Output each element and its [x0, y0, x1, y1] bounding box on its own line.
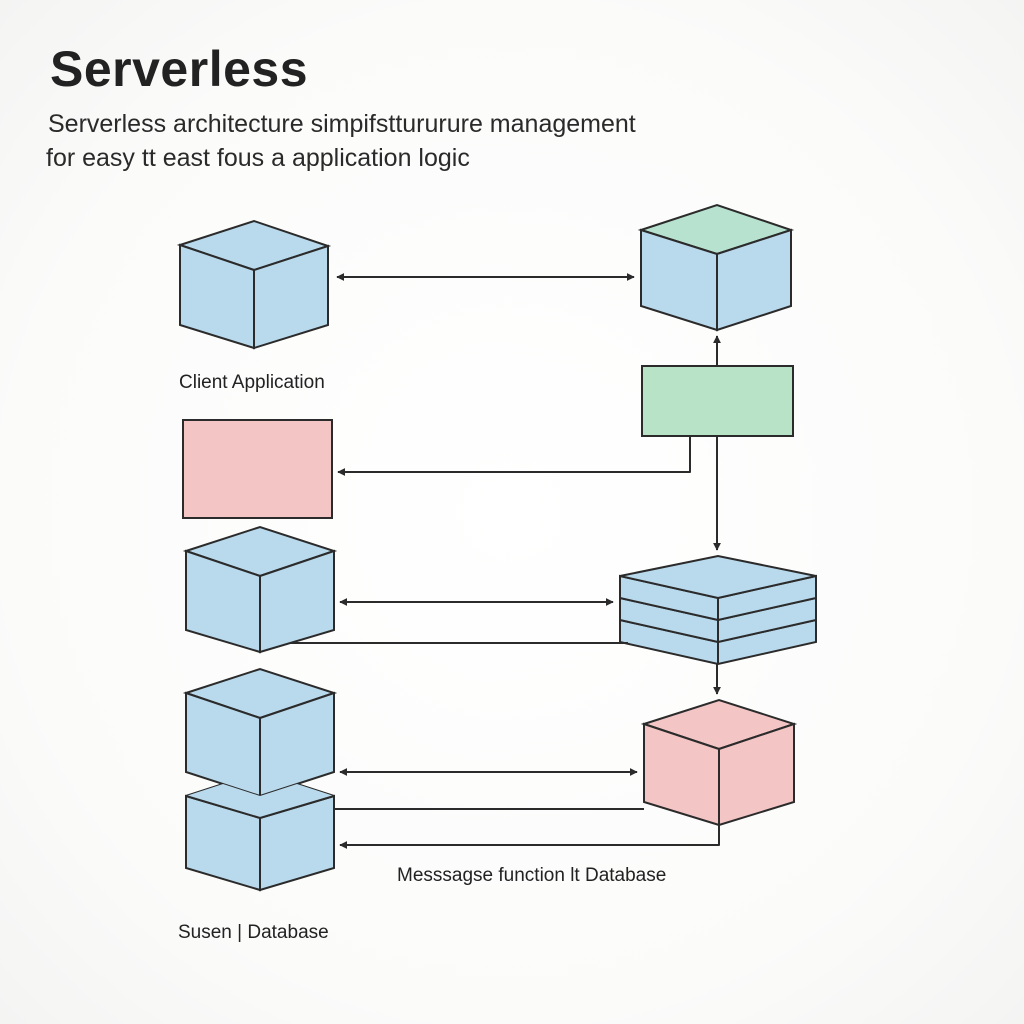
message-function-database-label: Messsagse function lt Database — [397, 865, 667, 886]
user-cube-upper — [182, 667, 338, 798]
api-gateway-cube — [637, 203, 795, 332]
edge-function-to-pink-box — [337, 436, 691, 476]
client-application-label: Client Application — [179, 372, 325, 393]
page-title: Serverless — [50, 41, 309, 97]
function-box — [641, 365, 794, 437]
users-database-label: Susen | Database — [178, 922, 329, 943]
message-queue-stack — [619, 554, 817, 666]
database-cube — [640, 698, 798, 827]
subtitle-line-1: Serverless architecture simpifsttururure… — [48, 110, 636, 138]
pink-rectangle — [182, 419, 333, 519]
user-cube-lower — [185, 783, 335, 892]
edge-database-to-users-bottom — [339, 825, 720, 849]
subtitle-line-2: for easy tt east fous a application logi… — [46, 144, 470, 172]
client-application-cube — [176, 219, 332, 350]
service-cube — [182, 525, 338, 654]
